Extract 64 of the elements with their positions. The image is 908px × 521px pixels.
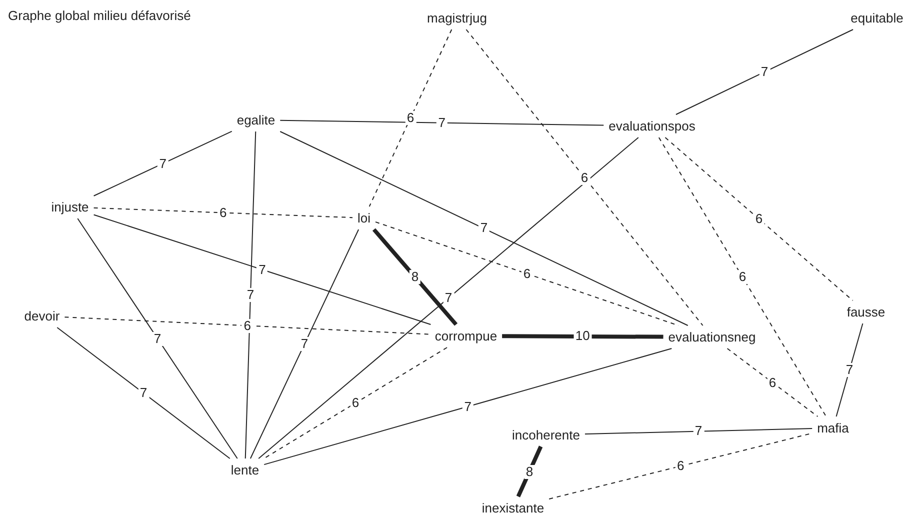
node-label: devoir [22,308,62,324]
connector [280,131,688,326]
edge-label: 7 [157,156,168,171]
dashed-connector [263,347,448,459]
node-label: mafia [815,420,851,436]
edge-label: 6 [674,459,686,474]
node-label: corrompue [432,328,500,344]
edge-label: 7 [298,337,310,351]
connector [93,214,432,325]
connector [56,327,230,459]
diagram-title: Graphe global milieu défavorisé [8,8,191,23]
connector [258,137,639,459]
edge-label: 6 [242,318,253,333]
edge-label: 7 [256,262,268,277]
dashed-connector [466,29,704,326]
dashed-connector [368,29,452,207]
connector [77,218,238,459]
dashed-connector [664,137,854,301]
edge-label: 7 [152,332,164,346]
node-label: fausse [844,304,888,320]
node-label: equitable [848,10,906,26]
thick-connector [516,446,543,498]
node-label: evaluationsneg [666,328,758,346]
node-label: loi [356,210,372,226]
node-label: inexistante [480,500,546,516]
dashed-connector [375,221,679,326]
connector [250,229,360,459]
edge-label: 7 [244,288,256,302]
edge-label: 6 [521,266,533,281]
edge-label: 6 [218,206,229,220]
edge-label: 7 [442,291,454,305]
edge-label: 7 [462,400,474,414]
edge-label: 7 [436,116,448,130]
edge-label: 7 [844,363,856,377]
edge-label: 8 [409,270,421,284]
edge-label: 7 [758,65,770,79]
edge-label: 6 [766,376,778,390]
edge-label: 10 [573,329,592,344]
thick-connector [372,228,458,326]
edge-label: 8 [524,464,536,478]
thick-connector [502,334,664,339]
edge-label: 6 [404,111,416,125]
node-label: evaluationspos [606,118,698,134]
connector [836,323,864,417]
connector [264,348,672,466]
connector [280,120,604,126]
edge-label: 6 [753,212,765,226]
node-label: magistrjug [425,10,489,26]
node-label: injuste [49,198,91,216]
connector [675,29,854,115]
dashed-connector [93,207,353,218]
dashed-connector [726,348,818,417]
edge-label: 6 [736,270,748,284]
connector [584,428,813,435]
connector [93,130,232,196]
node-label: lente [228,462,262,478]
dashed-connector [64,316,430,335]
edge-label: 7 [138,386,150,400]
node-label: egalite [234,112,278,128]
edge-label: 6 [350,396,362,410]
dashed-connector [658,137,827,417]
node-label: incoherente [510,426,582,444]
edge-label: 6 [578,170,590,184]
connector [244,131,256,459]
